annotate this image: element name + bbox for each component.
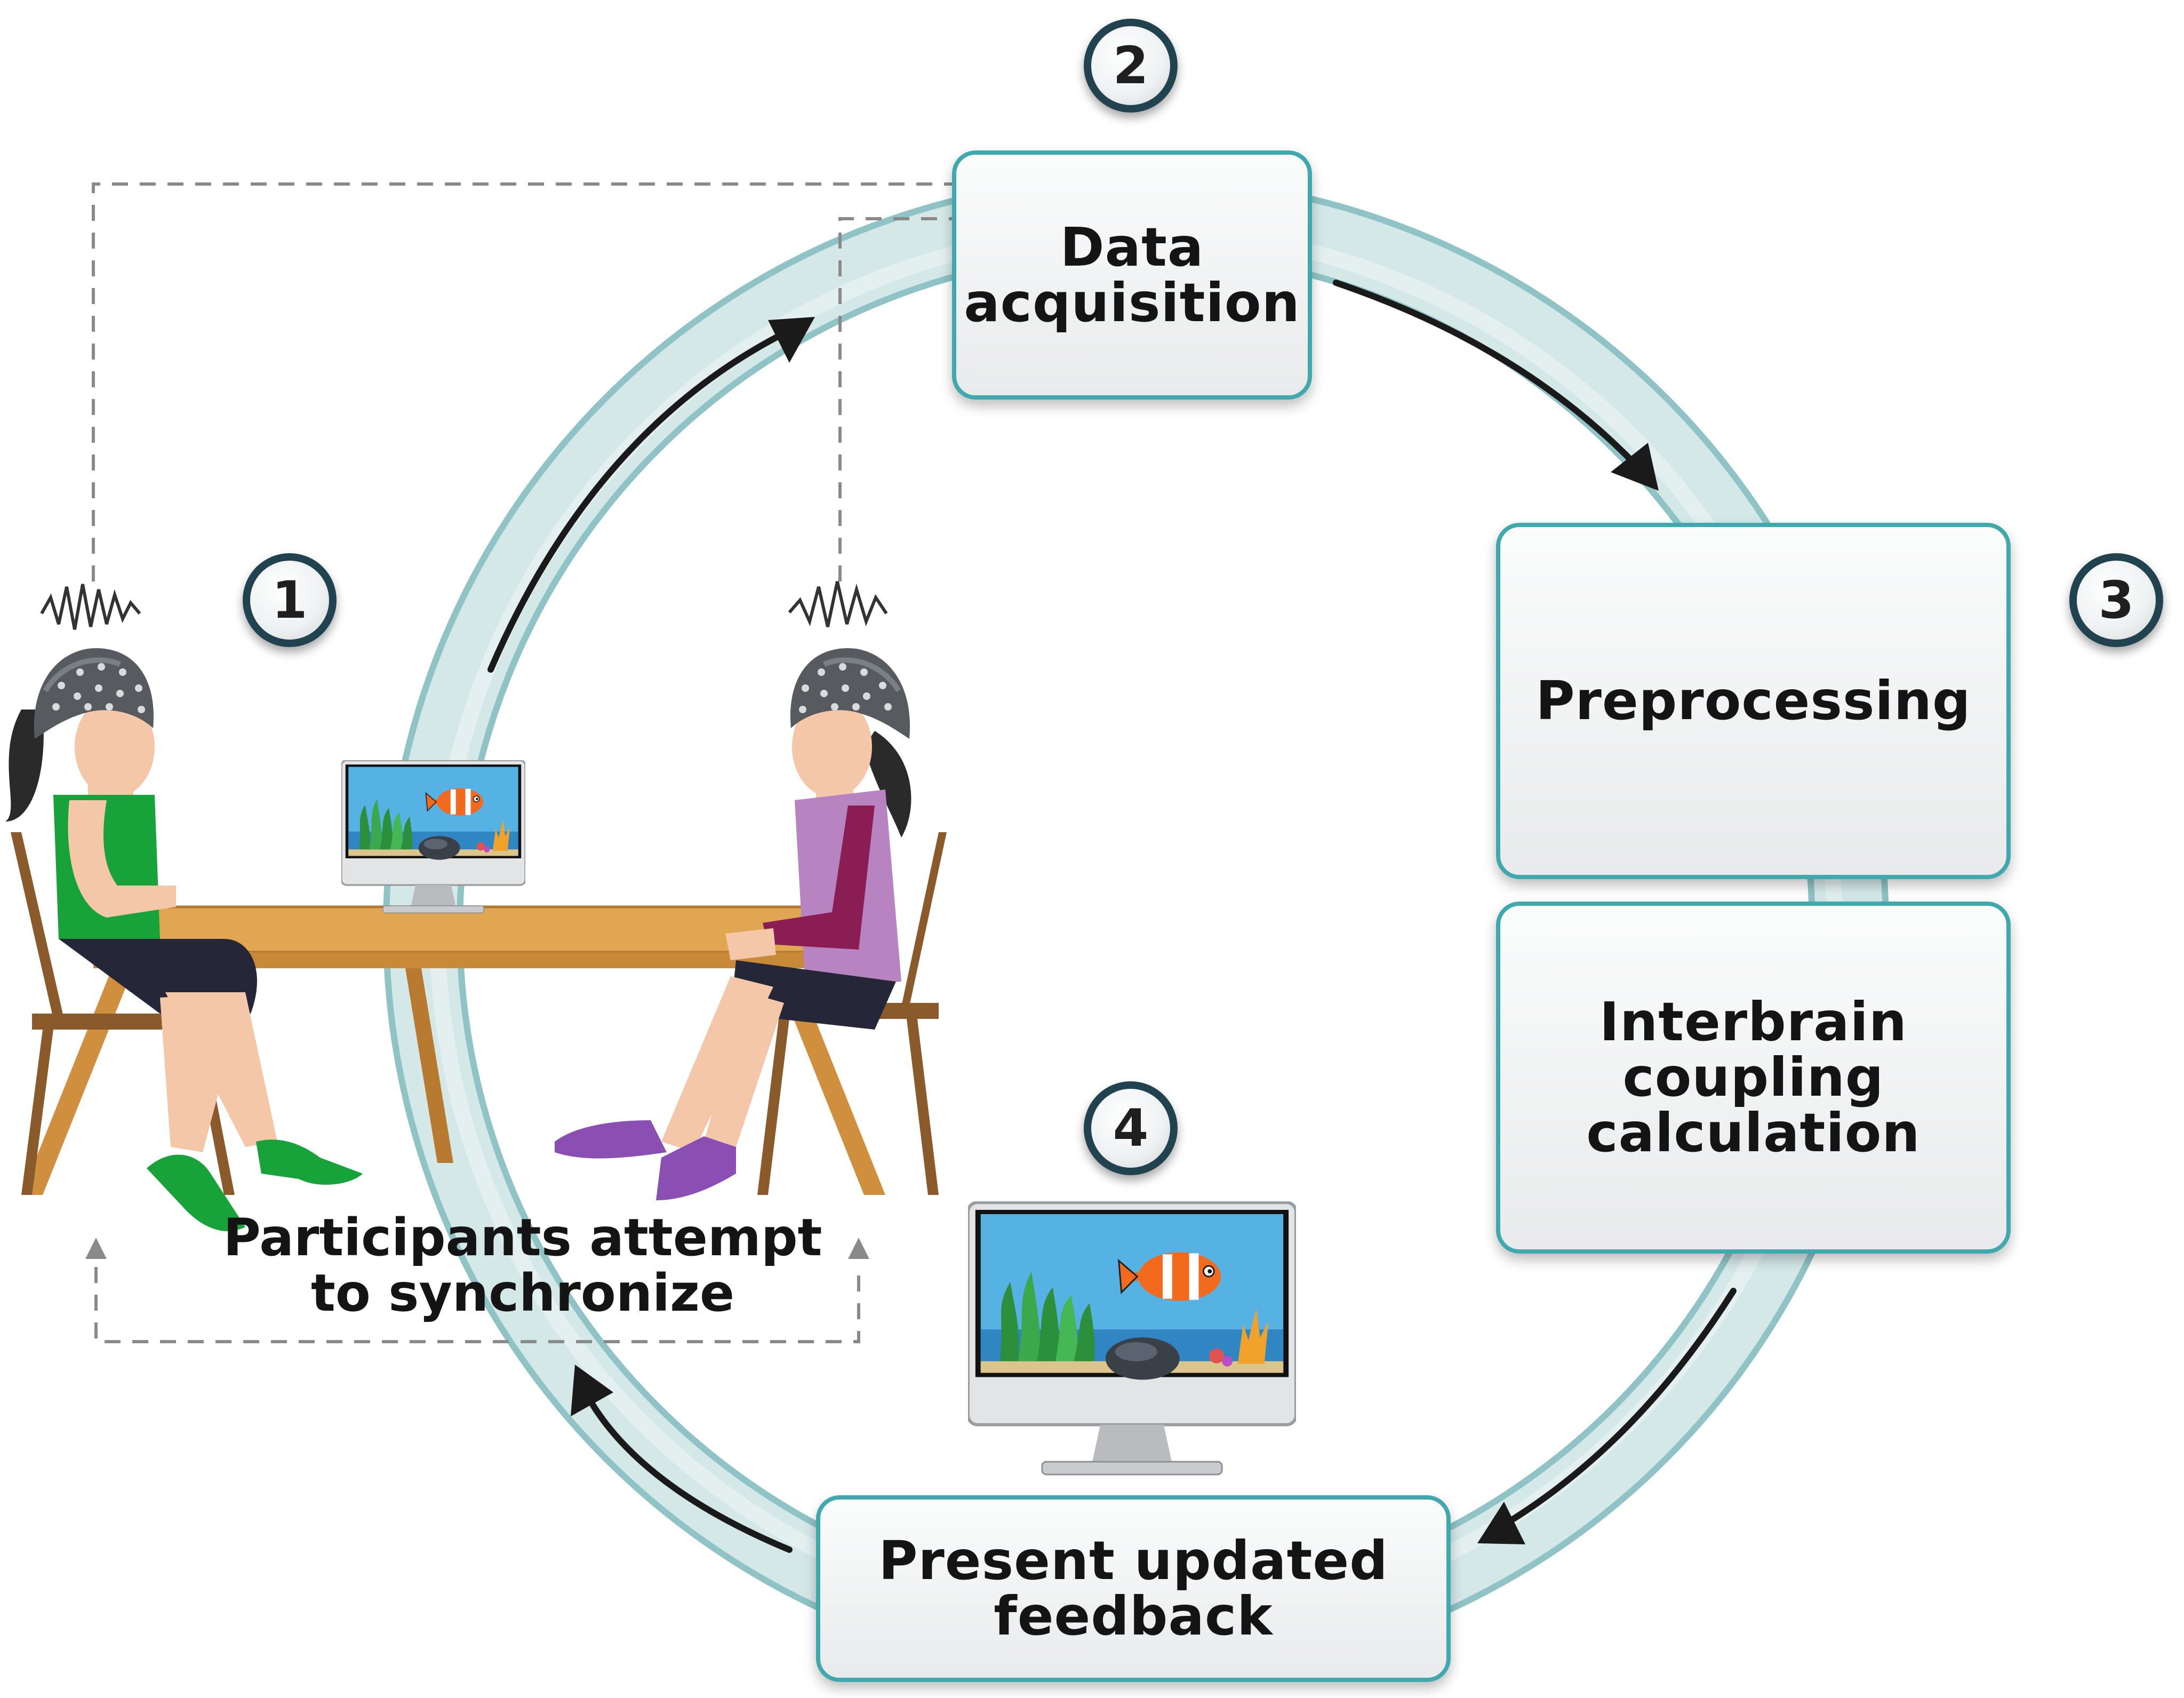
arrow-step2-to-step3 <box>1333 280 1646 475</box>
step-box-interbrain-coupling: Interbrain coupling calculation <box>1496 902 2011 1254</box>
participant-right <box>555 648 911 1200</box>
step-number-badge-4: 4 <box>1084 1081 1178 1175</box>
participants-caption: Participants attempt to synchronize <box>223 1208 822 1323</box>
step-number: 3 <box>2098 570 2134 630</box>
step-box-present-feedback: Present updated feedback <box>816 1495 1451 1682</box>
step-label: Data acquisition <box>964 216 1300 334</box>
monitor-icon <box>968 1202 1296 1474</box>
step-number-badge-3: 3 <box>2069 553 2163 647</box>
monitor-icon <box>341 760 525 914</box>
step-number: 1 <box>271 570 308 630</box>
step-number-badge-1: 1 <box>243 553 337 647</box>
step-number-badge-2: 2 <box>1084 19 1178 113</box>
arrow-step4-to-step1 <box>578 1381 793 1553</box>
signal-dashed-lines <box>92 182 952 1343</box>
chair-icon <box>757 832 947 1195</box>
step-label: Present updated feedback <box>878 1529 1388 1647</box>
step-box-data-acquisition: Data acquisition <box>952 150 1312 400</box>
participant-left <box>5 648 363 1232</box>
step-label: Interbrain coupling calculation <box>1586 991 1921 1164</box>
step-box-preprocessing: Preprocessing <box>1496 523 2011 879</box>
feedback-arrowheads <box>85 1238 869 1259</box>
brain-signal-wave-icon <box>40 581 888 630</box>
step-label: Preprocessing <box>1535 669 1971 732</box>
step-number: 2 <box>1113 36 1149 95</box>
arrow-step3-to-step4 <box>1490 1288 1737 1534</box>
flow-arrows <box>487 280 1737 1553</box>
step-number: 4 <box>1113 1098 1149 1158</box>
arrow-step1-to-step2 <box>487 322 803 673</box>
